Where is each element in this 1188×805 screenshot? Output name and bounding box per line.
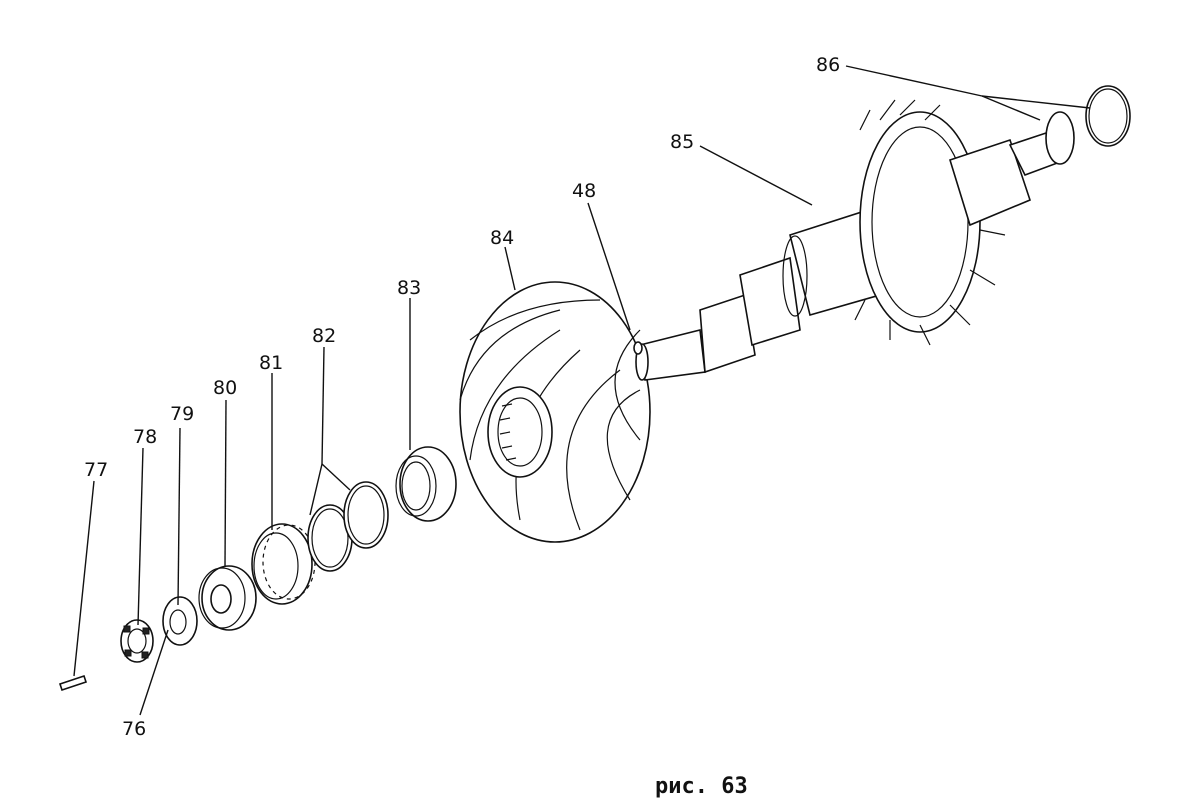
callout-77: 77 bbox=[84, 459, 108, 481]
part-81-splined-ring bbox=[251, 523, 316, 605]
part-84-impeller bbox=[459, 281, 651, 543]
callout-79: 79 bbox=[170, 403, 194, 425]
callout-81: 81 bbox=[259, 352, 283, 374]
part-83-bushing bbox=[395, 446, 457, 522]
callout-78: 78 bbox=[133, 426, 157, 448]
callout-86: 86 bbox=[816, 54, 840, 76]
figure-caption: рис. 63 bbox=[655, 774, 748, 799]
part-48-key bbox=[633, 341, 643, 355]
part-80-thrust-washer bbox=[198, 565, 257, 631]
callout-82: 82 bbox=[312, 325, 336, 347]
callout-48: 48 bbox=[572, 180, 596, 202]
part-78-castle-nut bbox=[120, 619, 154, 663]
part-82-rings bbox=[307, 481, 389, 572]
part-85-shaft-and-turbine-wheel bbox=[635, 99, 1061, 381]
part-86-seal-rings bbox=[1045, 85, 1131, 165]
callout-labels: 77 78 79 80 81 82 83 84 48 85 86 76 bbox=[84, 54, 840, 740]
part-77-pin bbox=[58, 674, 88, 692]
callout-76: 76 bbox=[122, 718, 146, 740]
callout-80: 80 bbox=[213, 377, 237, 399]
callout-83: 83 bbox=[397, 277, 421, 299]
callout-85: 85 bbox=[670, 131, 694, 153]
callout-84: 84 bbox=[490, 227, 514, 249]
part-79-washer bbox=[162, 596, 198, 646]
leader-lines bbox=[73, 65, 1091, 716]
